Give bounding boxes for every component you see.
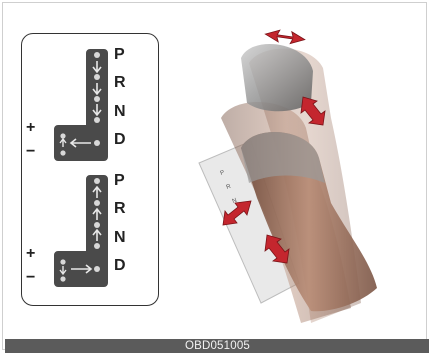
figure-caption: OBD051005 bbox=[5, 339, 429, 353]
gear-label-n-top: N bbox=[114, 103, 126, 121]
plus-label-top: + bbox=[26, 119, 35, 137]
gear-label-r-bottom: R bbox=[114, 200, 126, 218]
gear-label-d-bottom: D bbox=[114, 257, 126, 275]
plus-label-bottom: + bbox=[26, 245, 35, 263]
gear-label-p-bottom: P bbox=[114, 172, 125, 190]
gear-label-r-top: R bbox=[114, 74, 126, 92]
shift-pattern-panel: P R N D + − P R N D + − bbox=[21, 33, 159, 306]
gear-label-d-top: D bbox=[114, 131, 126, 149]
illustration-frame: P R N D + − P R N D + − bbox=[2, 2, 427, 350]
gear-shift-lever-illustration: P R N bbox=[191, 23, 429, 333]
shift-gate-diagram-bottom bbox=[42, 173, 122, 291]
minus-label-top: − bbox=[26, 143, 35, 161]
gear-label-n-bottom: N bbox=[114, 229, 126, 247]
minus-label-bottom: − bbox=[26, 269, 35, 287]
gear-label-p-top: P bbox=[114, 46, 125, 64]
shift-gate-diagram-top bbox=[42, 47, 122, 165]
